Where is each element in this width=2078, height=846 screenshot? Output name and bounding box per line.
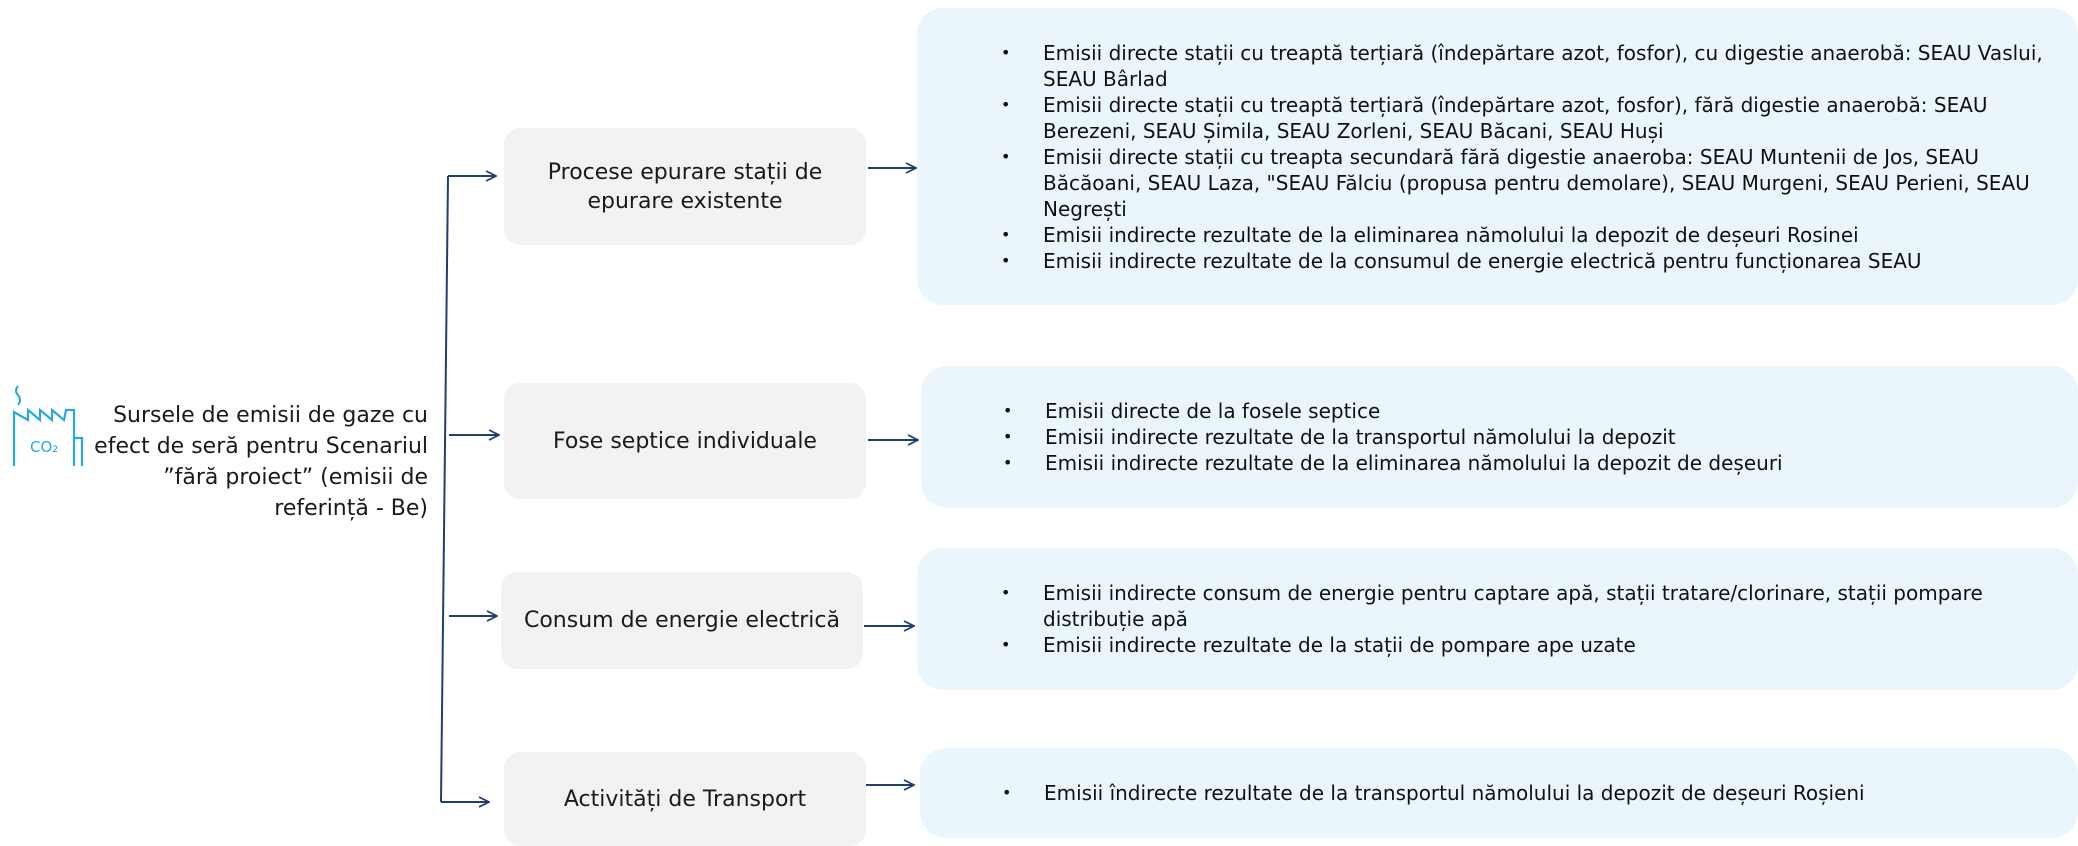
category-wastewater-processes: Procese epurare stații de epurare existe… [504, 128, 866, 245]
detail-item: Emisii directe stații cu treapta secunda… [1001, 144, 2050, 222]
detail-panel-wastewater: Emisii directe stații cu treaptă terțiar… [917, 8, 2078, 305]
detail-panel-electric: Emisii indirecte consum de energie pentr… [917, 548, 2078, 690]
detail-item: Emisii indirecte rezultate de la elimina… [1001, 222, 2050, 248]
category-transport: Activități de Transport [504, 752, 866, 846]
detail-panel-transport: Emisii îndirecte rezultate de la transpo… [920, 748, 2078, 838]
detail-item: Emisii indirecte rezultate de la consumu… [1001, 248, 2050, 274]
detail-item: Emisii directe de la fosele septice [1003, 398, 2050, 424]
detail-item: Emisii indirecte rezultate de la elimina… [1003, 450, 2050, 476]
root-label: Sursele de emisii de gaze cu efect de se… [94, 403, 428, 521]
category-septic-tanks: Fose septice individuale [504, 383, 866, 499]
detail-item: Emisii indirecte consum de energie pentr… [1001, 580, 2050, 632]
detail-item: Emisii indirecte rezultate de la transpo… [1003, 424, 2050, 450]
detail-item: Emisii indirecte rezultate de la stații … [1001, 632, 2050, 658]
co2-factory-icon: CO₂ [10, 382, 86, 468]
detail-panel-septic: Emisii directe de la fosele septice Emis… [921, 366, 2078, 508]
trunk-line [440, 175, 449, 803]
category-electric-energy: Consum de energie electrică [501, 572, 863, 669]
detail-item: Emisii îndirecte rezultate de la transpo… [1002, 780, 2050, 806]
detail-item: Emisii directe stații cu treaptă terțiar… [1001, 40, 2050, 92]
co2-icon-text: CO₂ [30, 438, 59, 456]
detail-item: Emisii directe stații cu treaptă terțiar… [1001, 92, 2050, 144]
